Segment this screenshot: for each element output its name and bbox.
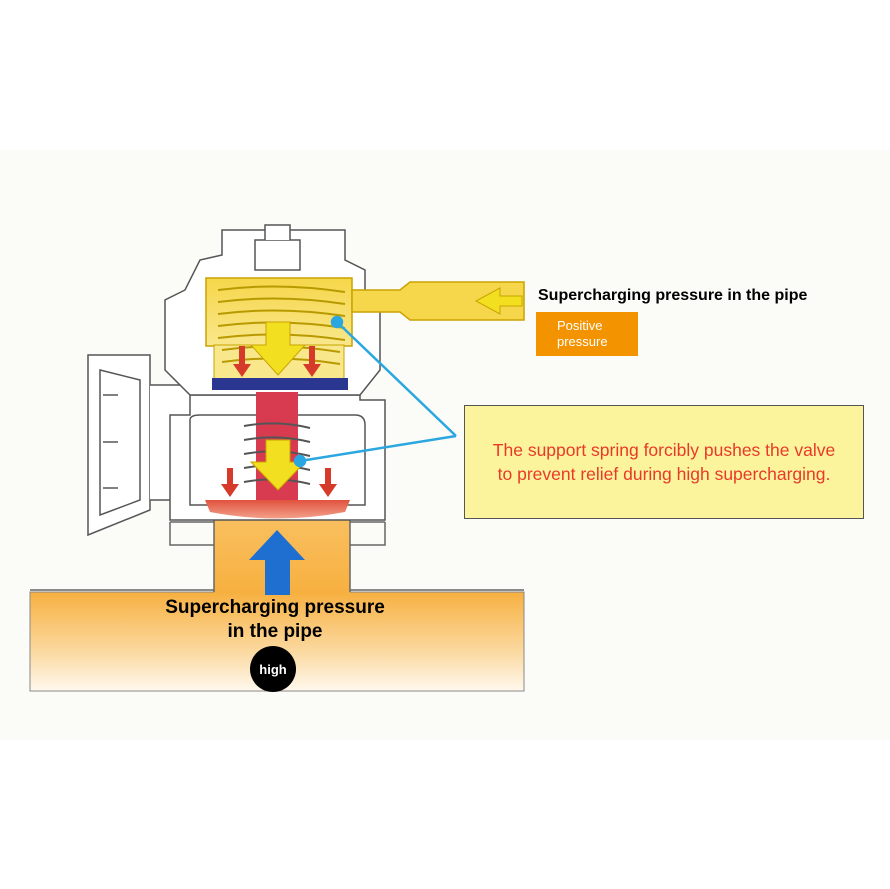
- positive-pressure-line2: pressure: [557, 334, 608, 349]
- supercharging-pressure-label: Supercharging pressure in the pipe: [538, 287, 808, 304]
- pipe-pressure-arrow: [249, 530, 305, 595]
- callout-line1: The support spring forcibly pushes the v…: [492, 440, 836, 460]
- valve-head: [205, 500, 350, 519]
- pipe-pressure-label-line1: Supercharging pressure: [165, 597, 385, 618]
- inlet-tube: [351, 281, 525, 321]
- positive-pressure-badge: Positive pressure: [536, 312, 638, 356]
- positive-pressure-line1: Positive: [557, 318, 603, 333]
- pipe-pressure-label: Supercharging pressure in the pipe: [130, 596, 420, 644]
- support-spring-callout: The support spring forcibly pushes the v…: [464, 405, 864, 519]
- diaphragm: [212, 378, 348, 390]
- small-force-arrows: [221, 346, 337, 497]
- pipe-pressure-label-line2: in the pipe: [227, 621, 323, 642]
- spring-force-arrows: [249, 321, 307, 491]
- inlet-pressure-arrow: [474, 287, 523, 315]
- callout-leader-lines: [293, 315, 457, 468]
- high-pressure-badge: high: [250, 646, 296, 692]
- callout-line2: to prevent relief during high supercharg…: [497, 464, 831, 484]
